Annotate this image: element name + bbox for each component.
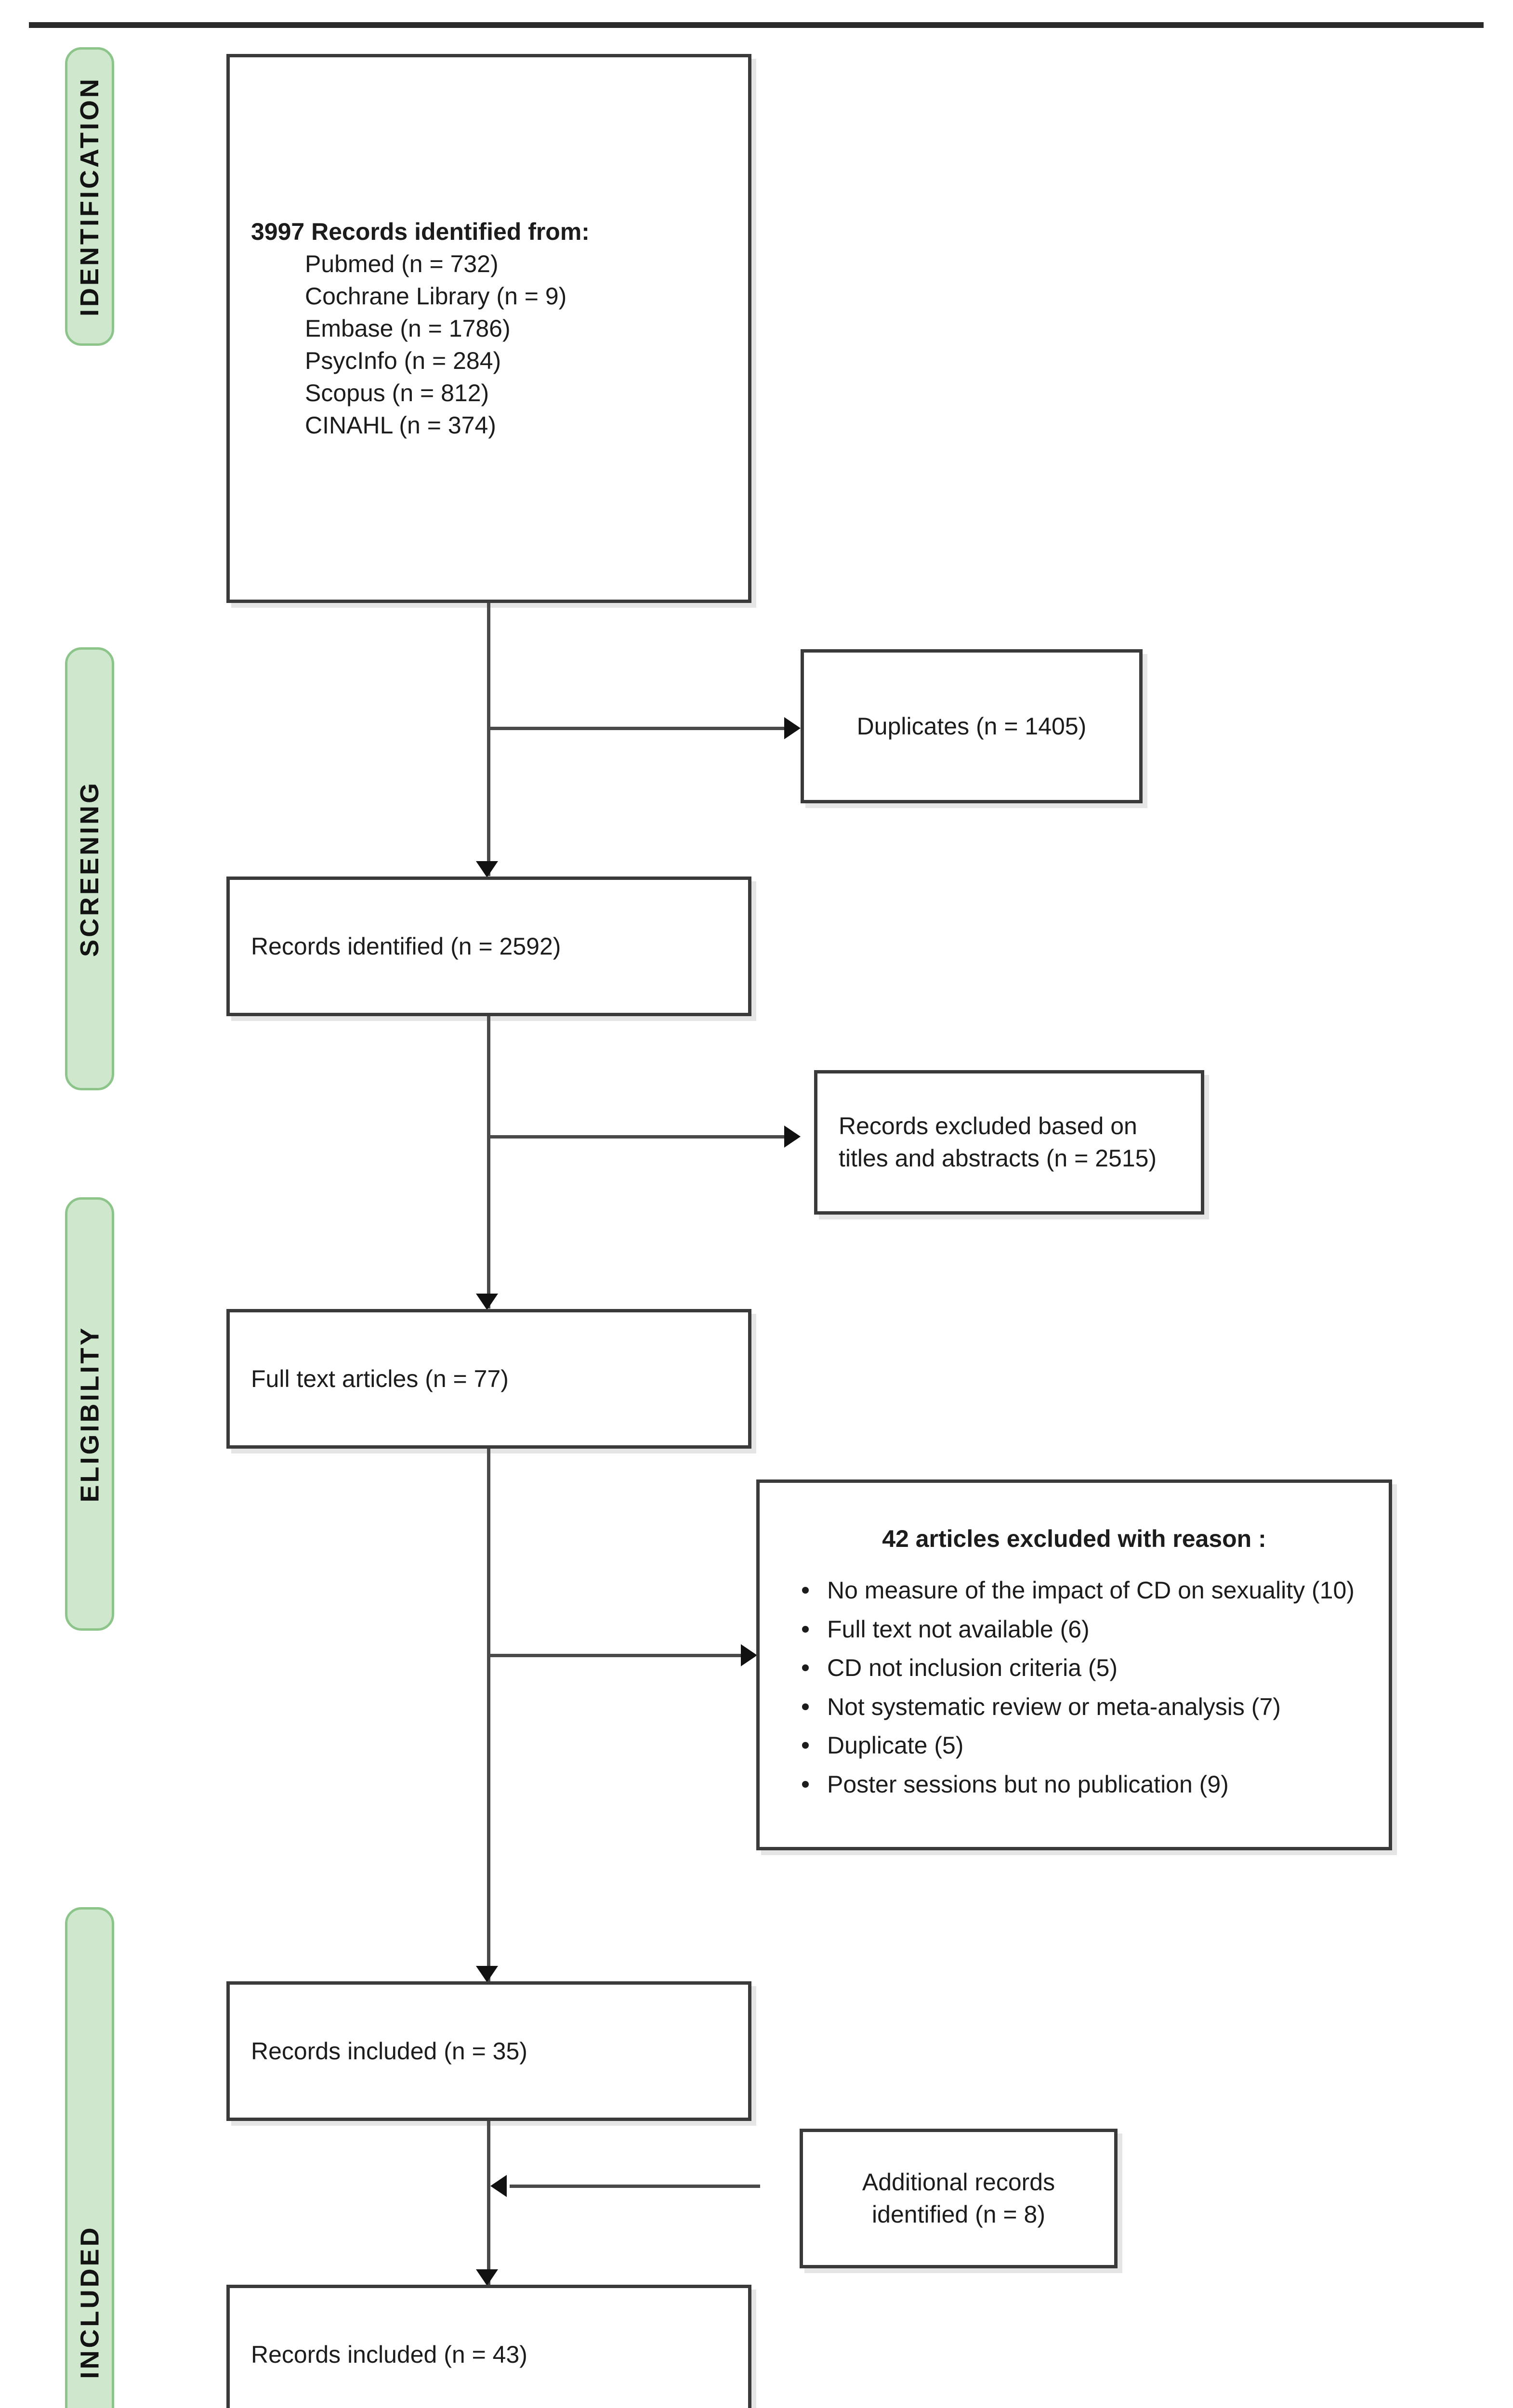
- top-divider-rule: [29, 22, 1484, 28]
- reason-no-measure-impact: No measure of the impact of CD on sexual…: [802, 1574, 1368, 1607]
- additional-records-line2: identified (n = 8): [872, 2201, 1045, 2228]
- arrow-to-duplicates: [784, 717, 801, 739]
- box-duplicates: Duplicates (n = 1405): [801, 649, 1143, 803]
- connector-to-articles-excluded-horizontal: [487, 1654, 742, 1657]
- arrow-to-records-excluded: [784, 1125, 801, 1148]
- box-records-identified: Records identified (n = 2592): [226, 877, 751, 1016]
- records-excluded-line1: Records excluded based on: [839, 1112, 1137, 1139]
- reason-full-text-not-available: Full text not available (6): [802, 1613, 1368, 1646]
- box-records-included-35: Records included (n = 35): [226, 1981, 751, 2121]
- box-records-excluded: Records excluded based on titles and abs…: [814, 1070, 1204, 1215]
- stage-label-screening: SCREENING: [75, 780, 105, 957]
- box-additional-records: Additional records identified (n = 8): [800, 2129, 1118, 2268]
- connector-to-records-excluded-horizontal: [487, 1135, 786, 1139]
- connector-35-to-43: [487, 2121, 490, 2285]
- source-pubmed: Pubmed (n = 732): [305, 250, 499, 277]
- identified-heading: 3997 Records identified from:: [251, 218, 590, 245]
- arrow-to-records-included-35: [476, 1966, 498, 1982]
- stage-pill-identification: IDENTIFICATION: [65, 47, 114, 346]
- box-records-included-43: Records included (n = 43): [226, 2285, 751, 2408]
- articles-excluded-reason-list: No measure of the impact of CD on sexual…: [781, 1574, 1368, 1800]
- stage-label-identification: IDENTIFICATION: [75, 77, 104, 316]
- records-identified-text: Records identified (n = 2592): [251, 932, 561, 960]
- source-scopus: Scopus (n = 812): [305, 379, 489, 406]
- arrow-to-articles-excluded: [741, 1644, 757, 1666]
- records-included-35-text: Records included (n = 35): [251, 2037, 527, 2065]
- connector-additional-records-horizontal: [510, 2185, 760, 2188]
- connector-to-duplicates-horizontal: [487, 727, 786, 730]
- additional-records-line1: Additional records: [862, 2169, 1055, 2196]
- records-excluded-line2: titles and abstracts (n = 2515): [839, 1145, 1157, 1172]
- arrow-to-full-text: [476, 1294, 498, 1310]
- arrow-to-records-included-43: [476, 2269, 498, 2286]
- stage-pill-included: INCLUDED: [65, 1907, 114, 2408]
- connector-records-identified-stem: [487, 1016, 490, 1137]
- reason-duplicate: Duplicate (5): [802, 1729, 1368, 1762]
- connector-to-records-identified: [487, 727, 490, 876]
- duplicates-text: Duplicates (n = 1405): [856, 712, 1087, 740]
- arrow-from-additional-records: [490, 2175, 507, 2197]
- reason-cd-not-inclusion-criteria: CD not inclusion criteria (5): [802, 1652, 1368, 1684]
- connector-identified-to-duplicates-stem: [487, 603, 490, 728]
- stage-label-included: INCLUDED: [75, 2225, 104, 2379]
- stage-pill-screening: SCREENING: [65, 647, 114, 1090]
- connector-full-text-stem: [487, 1449, 490, 1656]
- source-embase: Embase (n = 1786): [305, 314, 511, 342]
- box-articles-excluded-with-reason: 42 articles excluded with reason : No me…: [756, 1479, 1392, 1850]
- full-text-articles-text: Full text articles (n = 77): [251, 1365, 509, 1392]
- stage-pill-eligibility: ELIGIBILITY: [65, 1197, 114, 1631]
- reason-poster-sessions: Poster sessions but no publication (9): [802, 1768, 1368, 1801]
- reason-not-systematic-review: Not systematic review or meta-analysis (…: [802, 1691, 1368, 1723]
- box-full-text-articles: Full text articles (n = 77): [226, 1309, 751, 1449]
- articles-excluded-heading: 42 articles excluded with reason :: [882, 1525, 1266, 1552]
- connector-to-records-included-35: [487, 1654, 490, 1981]
- stage-label-eligibility: ELIGIBILITY: [75, 1325, 105, 1503]
- source-psycinfo: PsycInfo (n = 284): [305, 347, 501, 374]
- source-cochrane-library: Cochrane Library (n = 9): [305, 282, 567, 310]
- connector-to-full-text: [487, 1135, 490, 1309]
- records-included-43-text: Records included (n = 43): [251, 2341, 527, 2368]
- box-records-identified-from: 3997 Records identified from: Pubmed (n …: [226, 54, 751, 603]
- arrow-to-records-identified: [476, 861, 498, 877]
- source-cinahl: CINAHL (n = 374): [305, 411, 496, 439]
